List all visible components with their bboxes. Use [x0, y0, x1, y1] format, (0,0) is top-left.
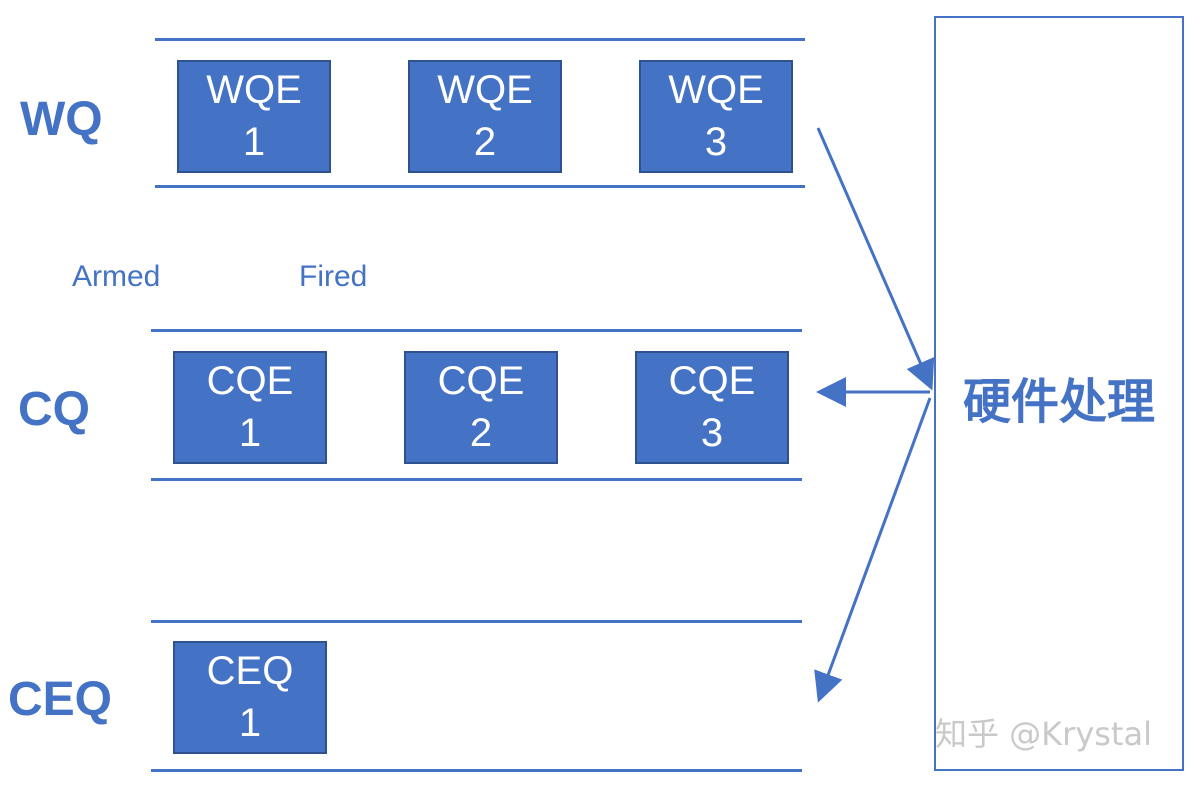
- hardware-to-ceq-arrow: [814, 397, 932, 703]
- wqe-box-3: WQE 3: [639, 60, 793, 173]
- wqe-box-3-type: WQE: [668, 68, 764, 112]
- wq-row-label: WQ: [20, 93, 103, 146]
- cqe-box-1: CQE 1: [173, 351, 327, 464]
- wqe-box-1: WQE 1: [177, 60, 331, 173]
- wq-bottom-rail: [155, 185, 805, 188]
- cq-row-label: CQ: [18, 383, 90, 436]
- wqe-box-2-type: WQE: [437, 68, 533, 112]
- cqe-box-3-index: 3: [700, 411, 724, 455]
- cqe-box-3-type: CQE: [668, 359, 756, 403]
- wqe-box-2-index: 2: [473, 120, 497, 164]
- ceq-top-rail: [151, 620, 802, 623]
- wq-to-hardware-arrow: [816, 127, 935, 391]
- cqe-box-3: CQE 3: [635, 351, 789, 464]
- ceq-row-label: CEQ: [8, 673, 113, 726]
- cq-bottom-rail: [151, 478, 802, 481]
- ceq-box-1: CEQ 1: [173, 641, 327, 754]
- armed-state-label: Armed: [72, 260, 161, 293]
- wqe-box-2: WQE 2: [408, 60, 562, 173]
- wqe-box-3-index: 3: [704, 120, 728, 164]
- cqe-box-1-type: CQE: [206, 359, 294, 403]
- ceq-bottom-rail: [151, 769, 802, 772]
- watermark-text: 知乎 @Krystal: [935, 715, 1152, 753]
- cqe-box-2-index: 2: [469, 411, 493, 455]
- cq-top-rail: [151, 329, 802, 332]
- wqe-box-1-type: WQE: [206, 68, 302, 112]
- fired-state-label: Fired: [299, 260, 368, 293]
- wqe-box-1-index: 1: [242, 120, 266, 164]
- hardware-processing-label: 硬件处理: [962, 374, 1155, 430]
- wq-top-rail: [155, 38, 805, 41]
- cqe-box-1-index: 1: [238, 411, 262, 455]
- cqe-box-2: CQE 2: [404, 351, 558, 464]
- cqe-box-2-type: CQE: [437, 359, 525, 403]
- ceq-box-1-index: 1: [238, 701, 262, 745]
- hardware-processing-panel: 硬件处理: [934, 16, 1184, 771]
- ceq-box-1-type: CEQ: [206, 649, 294, 693]
